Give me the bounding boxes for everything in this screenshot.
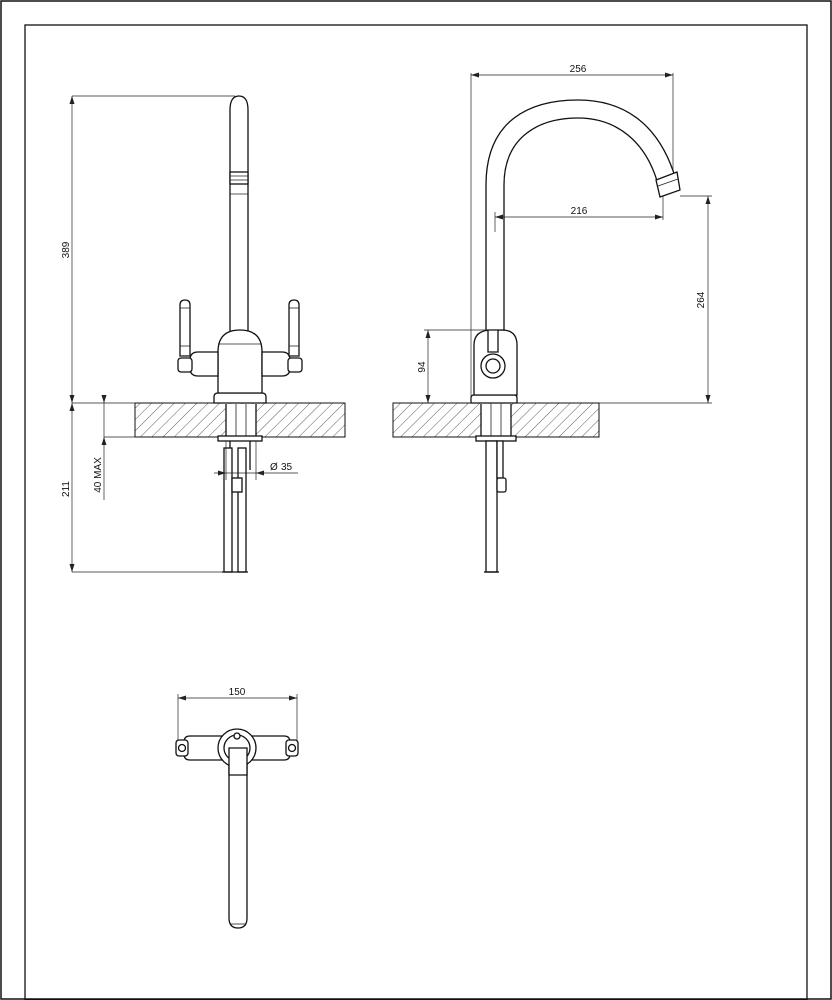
plan-view — [175, 728, 299, 929]
side-view-dimensions — [424, 72, 712, 404]
front-view-dimensions — [69, 95, 298, 573]
dim-below-counter: 211 — [61, 481, 72, 497]
side-view — [392, 99, 681, 573]
front-view — [134, 95, 346, 573]
dim-total-height: 389 — [61, 241, 72, 258]
dim-max-counter-thickness: 40 MAX — [93, 457, 104, 493]
dim-shank-diameter: 35 — [281, 462, 293, 473]
inner-frame — [24, 24, 808, 1000]
dim-lever-height: 94 — [417, 361, 428, 373]
dim-diameter-symbol: Ø — [270, 462, 278, 473]
dim-spout-reach: 216 — [571, 206, 588, 217]
dim-spout-width: 256 — [570, 64, 587, 75]
plan-view-dimensions — [177, 694, 298, 740]
dim-spout-height: 264 — [696, 291, 707, 308]
dim-handle-span: 150 — [229, 687, 246, 698]
